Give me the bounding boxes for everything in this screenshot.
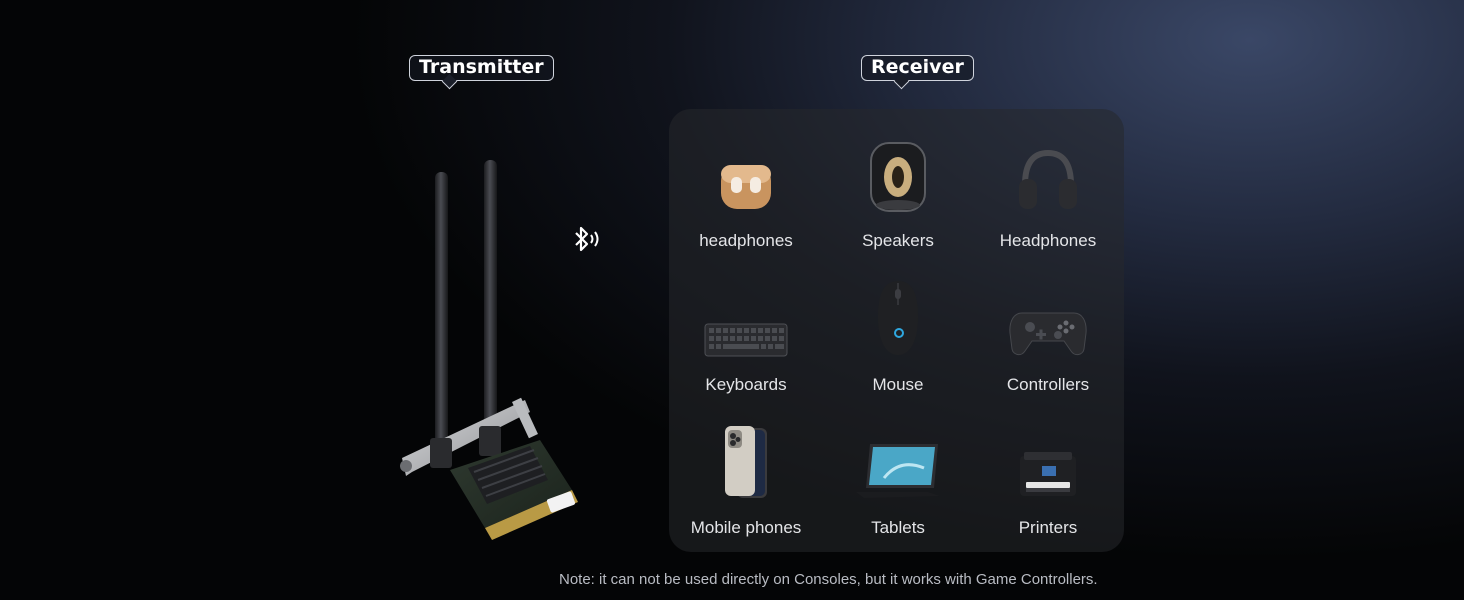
- device-mouse: Mouse: [823, 277, 973, 407]
- headphones-icon: [1019, 149, 1077, 209]
- device-tablet: Tablets: [823, 420, 973, 550]
- device-label: Headphones: [999, 231, 1097, 250]
- receiver-devices-panel: headphones Speakers Headphones: [669, 109, 1124, 552]
- printer-icon: [1020, 452, 1076, 496]
- mouse-icon: [878, 281, 918, 355]
- device-label: Mobile phones: [690, 518, 802, 537]
- earbuds-icon: [721, 165, 771, 209]
- wifi-bluetooth-pcie-card-icon: [400, 160, 578, 540]
- device-label: Tablets: [871, 518, 925, 537]
- speaker-icon: [870, 142, 926, 212]
- device-mobile-phone: Mobile phones: [671, 420, 821, 550]
- device-keyboard: Keyboards: [671, 277, 821, 407]
- device-label: Speakers: [862, 231, 934, 250]
- device-label: Controllers: [1006, 375, 1090, 394]
- compatibility-note: Note: it can not be used directly on Con…: [559, 571, 1098, 588]
- device-controller: Controllers: [973, 277, 1123, 407]
- receiver-label: Receiver: [871, 56, 964, 78]
- transmitter-label: Transmitter: [419, 56, 544, 78]
- device-label: Printers: [1018, 518, 1078, 537]
- bluetooth-signal-icon: [575, 226, 599, 252]
- receiver-tag: Receiver: [861, 55, 974, 81]
- device-label: Keyboards: [705, 375, 787, 394]
- game-controller-icon: [1009, 312, 1087, 356]
- mobile-phone-icon: [725, 426, 767, 498]
- device-label: headphones: [699, 231, 793, 250]
- tablet-icon: [856, 444, 940, 498]
- device-speaker: Speakers: [823, 133, 973, 263]
- device-printer: Printers: [973, 420, 1123, 550]
- device-headphones: Headphones: [973, 133, 1123, 263]
- transmitter-tag: Transmitter: [409, 55, 554, 81]
- device-earbuds: headphones: [671, 133, 821, 263]
- device-label: Mouse: [872, 375, 924, 394]
- keyboard-icon: [704, 323, 788, 357]
